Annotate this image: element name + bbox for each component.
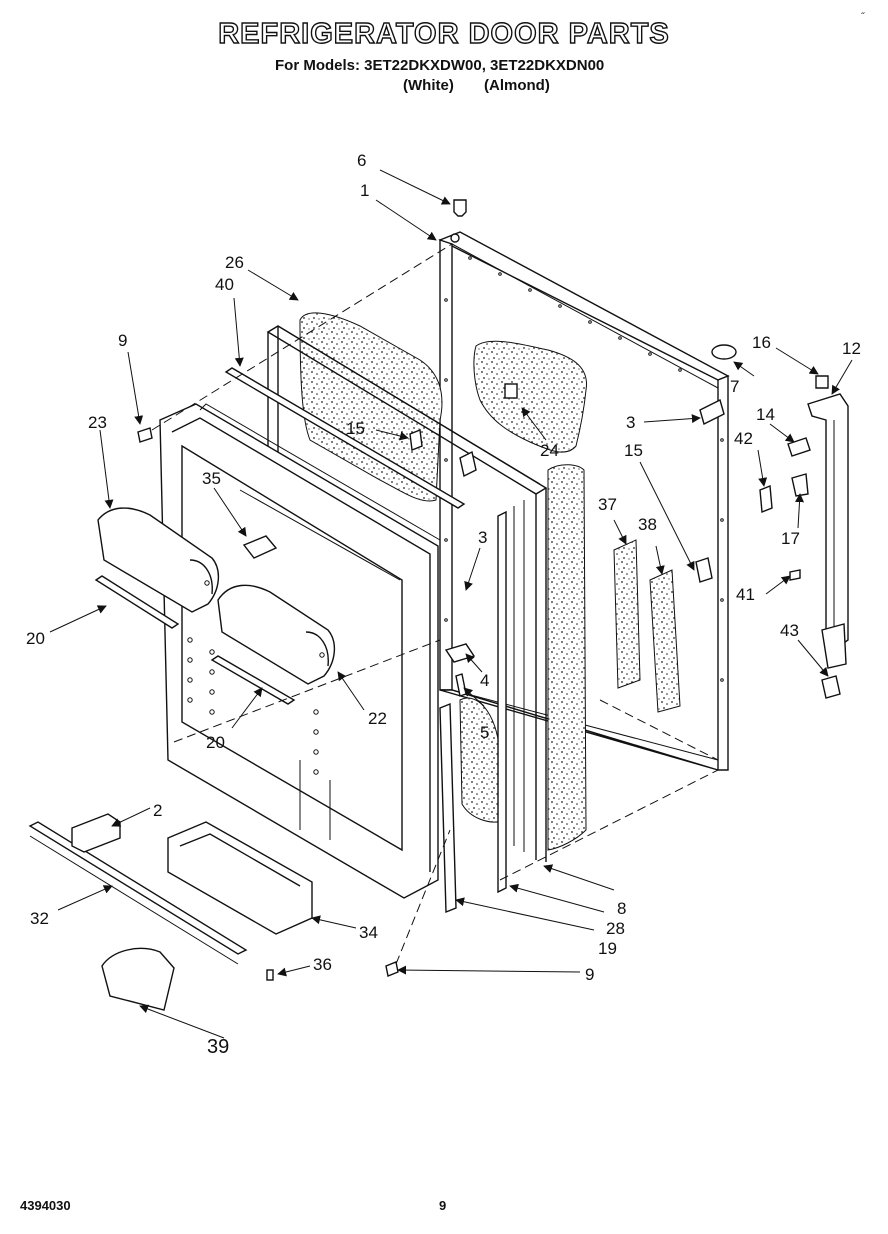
callout-3b: 3 <box>626 413 635 432</box>
screw-9a <box>137 427 153 443</box>
breaker-strip-40 <box>224 367 466 509</box>
callout-9a: 9 <box>118 331 127 350</box>
callout-38: 38 <box>638 515 657 534</box>
callout-1: 1 <box>360 181 369 200</box>
foam-insulation-side <box>547 464 587 851</box>
callout-37: 37 <box>598 495 617 514</box>
callout-19: 19 <box>598 939 617 958</box>
screw-17 <box>791 473 809 497</box>
shelf-20a <box>94 575 180 629</box>
clip-15a <box>409 429 423 451</box>
hinge-2 <box>71 813 121 853</box>
callout-24: 24 <box>540 441 559 460</box>
cap-43 <box>821 675 841 699</box>
bin-22 <box>217 584 335 685</box>
tray-39 <box>101 947 175 1011</box>
color-white-label: (White) <box>403 77 454 94</box>
callout-22: 22 <box>368 709 387 728</box>
screw-16 <box>815 375 829 389</box>
breaker-strip-28 <box>497 510 507 894</box>
callout-3a: 3 <box>478 528 487 547</box>
clip-15b <box>695 557 713 583</box>
document-number: 4394030 <box>20 1198 71 1213</box>
clip-41 <box>789 569 801 581</box>
callout-14: 14 <box>756 405 775 424</box>
page-number: 9 <box>439 1198 447 1213</box>
screw-9b <box>385 961 399 977</box>
assembly-lines <box>151 243 719 965</box>
corner-mark: ˝ <box>861 12 865 23</box>
bin-23 <box>97 507 219 613</box>
plate-42 <box>759 485 773 513</box>
clip-14 <box>787 437 811 457</box>
models-line: For Models: 3ET22DKXDW00, 3ET22DKXDN00 <box>275 57 605 74</box>
callout-17: 17 <box>781 529 800 548</box>
callout-2: 2 <box>153 801 162 820</box>
foam-block-37 <box>613 539 641 689</box>
callout-labels: 6 1 26 40 9 23 35 20 20 22 15 24 3 4 5 3… <box>26 151 861 1058</box>
callout-42: 42 <box>734 429 753 448</box>
callout-34: 34 <box>359 923 378 942</box>
plug-7 <box>711 344 737 360</box>
screw-6 <box>453 199 467 217</box>
callout-32: 32 <box>30 909 49 928</box>
handle-12 <box>807 393 849 669</box>
leader-lines <box>49 169 853 1039</box>
callout-40: 40 <box>215 275 234 294</box>
callout-7: 7 <box>730 377 739 396</box>
callout-28: 28 <box>606 919 625 938</box>
clip-24 <box>504 383 518 399</box>
dairy-door-32 <box>28 821 248 955</box>
retainer-35 <box>242 535 278 559</box>
outer-door-panel <box>438 231 730 771</box>
callout-5: 5 <box>480 723 489 742</box>
callout-20a: 20 <box>26 629 45 648</box>
page-title: REFRIGERATOR DOOR PARTS <box>218 17 670 50</box>
callout-41: 41 <box>736 585 755 604</box>
callout-6: 6 <box>357 151 366 170</box>
hinge-bracket-3a <box>459 450 477 478</box>
callout-23: 23 <box>88 413 107 432</box>
shelf-20b <box>210 655 296 705</box>
callout-43: 43 <box>780 621 799 640</box>
hinge-bracket-3b <box>699 398 725 426</box>
callout-8: 8 <box>617 899 626 918</box>
callout-36: 36 <box>313 955 332 974</box>
callout-35: 35 <box>202 469 221 488</box>
callout-20b: 20 <box>206 733 225 752</box>
callout-12: 12 <box>842 339 861 358</box>
callout-4: 4 <box>480 671 489 690</box>
callout-15b: 15 <box>624 441 643 460</box>
insulation-patch <box>473 340 587 453</box>
callout-15a: 15 <box>346 419 365 438</box>
foam-block-38 <box>649 569 681 713</box>
callout-9b: 9 <box>585 965 594 984</box>
trim-strip-19 <box>439 702 457 914</box>
color-almond-label: (Almond) <box>484 77 550 94</box>
callout-16: 16 <box>752 333 771 352</box>
foam-insulation-upper <box>299 312 443 502</box>
callout-26: 26 <box>225 253 244 272</box>
clip-36 <box>266 969 274 981</box>
callout-39: 39 <box>207 1036 229 1058</box>
